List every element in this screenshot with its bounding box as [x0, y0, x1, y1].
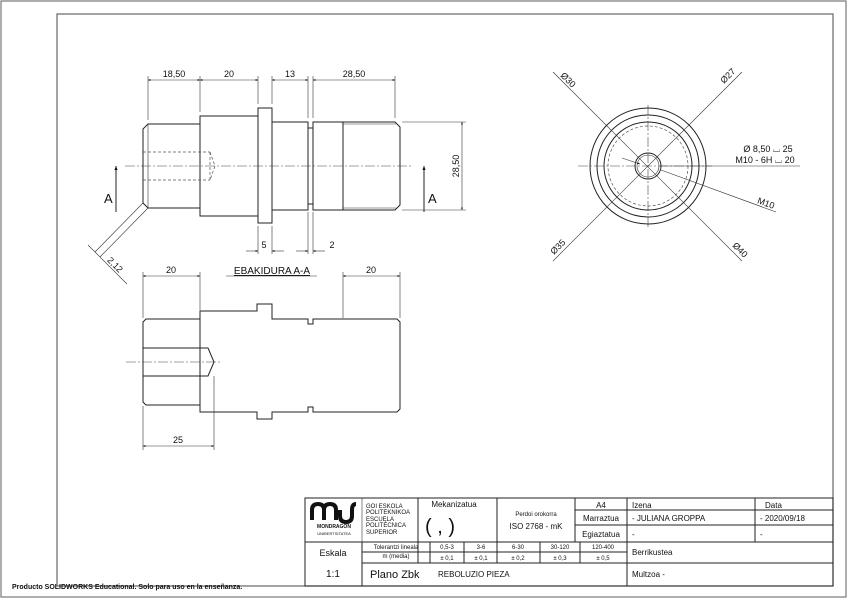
svg-text:m (media): m (media): [382, 554, 409, 560]
dim-height: 28,50: [451, 155, 461, 178]
svg-text:0,5-3: 0,5-3: [440, 545, 454, 551]
date-header: Data: [765, 501, 782, 510]
dim-20: 20: [224, 69, 234, 79]
svg-text:± 0,3: ± 0,3: [553, 556, 567, 562]
diameter-27: Ø27: [718, 66, 737, 85]
mondragon-logo: MONDRAGON UNIBERTSITATEA: [310, 501, 357, 536]
svg-text:30-120: 30-120: [551, 545, 570, 551]
svg-text:GOI ESKOLA: GOI ESKOLA: [366, 504, 403, 510]
dim-chamfer: 2,12: [105, 255, 124, 274]
dim-18-50: 18,50: [163, 69, 186, 79]
drawing-title: REBOLUZIO PIEZA: [438, 570, 510, 579]
dim-28-50: 28,50: [343, 69, 366, 79]
svg-text:UNIBERTSITATEA: UNIBERTSITATEA: [317, 531, 351, 536]
section-marker-left: A: [104, 191, 113, 206]
watermark: Producto SOLIDWORKS Educational. Solo pa…: [12, 584, 243, 591]
svg-text:POLITÉCNICA: POLITÉCNICA: [366, 522, 406, 529]
paper-size: A4: [596, 501, 606, 510]
diameter-35: Ø35: [548, 237, 567, 256]
svg-text:± 0,5: ± 0,5: [596, 556, 610, 562]
drawn-name: - JULIANA GROPPA: [632, 514, 706, 523]
diameter-40: Ø40: [731, 240, 750, 259]
hole-note-1: Ø 8,50 ⌴ 25: [743, 144, 792, 154]
svg-text:± 0,1: ± 0,1: [440, 556, 454, 562]
title-block: MONDRAGON UNIBERTSITATEA GOI ESKOLA POLI…: [304, 497, 834, 587]
general-tol-value: ISO 2768 - mK: [510, 522, 564, 531]
diameter-30: Ø30: [559, 70, 578, 89]
svg-text:6-30: 6-30: [512, 545, 525, 551]
name-header: Izena: [632, 501, 652, 510]
general-tol-label: Perdoi orokorra: [515, 512, 557, 518]
dim-13: 13: [285, 69, 295, 79]
section-marker-right: A: [428, 191, 437, 206]
dim-2: 2: [329, 240, 334, 250]
scale-label: Eskala: [319, 548, 346, 558]
section-view: EBAKIDURA A-A 20 20 25: [126, 265, 401, 450]
section-dim-right: 20: [366, 265, 376, 275]
svg-text:Tolerantzi lineala: Tolerantzi lineala: [374, 545, 419, 551]
assembly-label: Multzoa -: [632, 570, 665, 579]
svg-text:3-6: 3-6: [477, 545, 486, 551]
checked-label: Egiaztatua: [582, 530, 620, 539]
checked-date: -: [760, 530, 763, 539]
checked-name: -: [632, 530, 635, 539]
svg-text:MONDRAGON: MONDRAGON: [317, 524, 351, 530]
front-view: 18,50 20 13 28,50 28,50 5 2 2,12 A A: [87, 69, 466, 285]
svg-text:± 0,1: ± 0,1: [474, 556, 488, 562]
hole-note-2: M10 - 6H ⌴ 20: [735, 155, 794, 165]
scale-value: 1:1: [326, 569, 340, 580]
section-title: EBAKIDURA A-A: [234, 266, 310, 277]
svg-text:ESCUELA: ESCUELA: [366, 517, 394, 523]
dim-5: 5: [261, 240, 266, 250]
revision-label: Berrikustea: [632, 548, 673, 557]
drawn-date: - 2020/09/18: [760, 514, 805, 523]
section-dim-bottom: 25: [173, 435, 183, 445]
mekanizatua-label: Mekanizatua: [431, 500, 477, 509]
drawn-label: Marraztua: [583, 514, 620, 523]
svg-text:SUPERIOR: SUPERIOR: [366, 530, 398, 536]
mekanizatua-symbol: ( , ): [425, 516, 455, 538]
svg-text:POLITEKNIKOA: POLITEKNIKOA: [366, 510, 410, 516]
side-view: Ø30 Ø27 Ø35 Ø40 Ø 8,50 ⌴ 25 M10 - 6H ⌴ 2…: [548, 66, 800, 262]
section-dim-left: 20: [166, 265, 176, 275]
svg-text:120-400: 120-400: [592, 545, 615, 551]
svg-text:± 0,2: ± 0,2: [511, 556, 525, 562]
drawing-no-label: Plano Zbk: [370, 569, 420, 581]
